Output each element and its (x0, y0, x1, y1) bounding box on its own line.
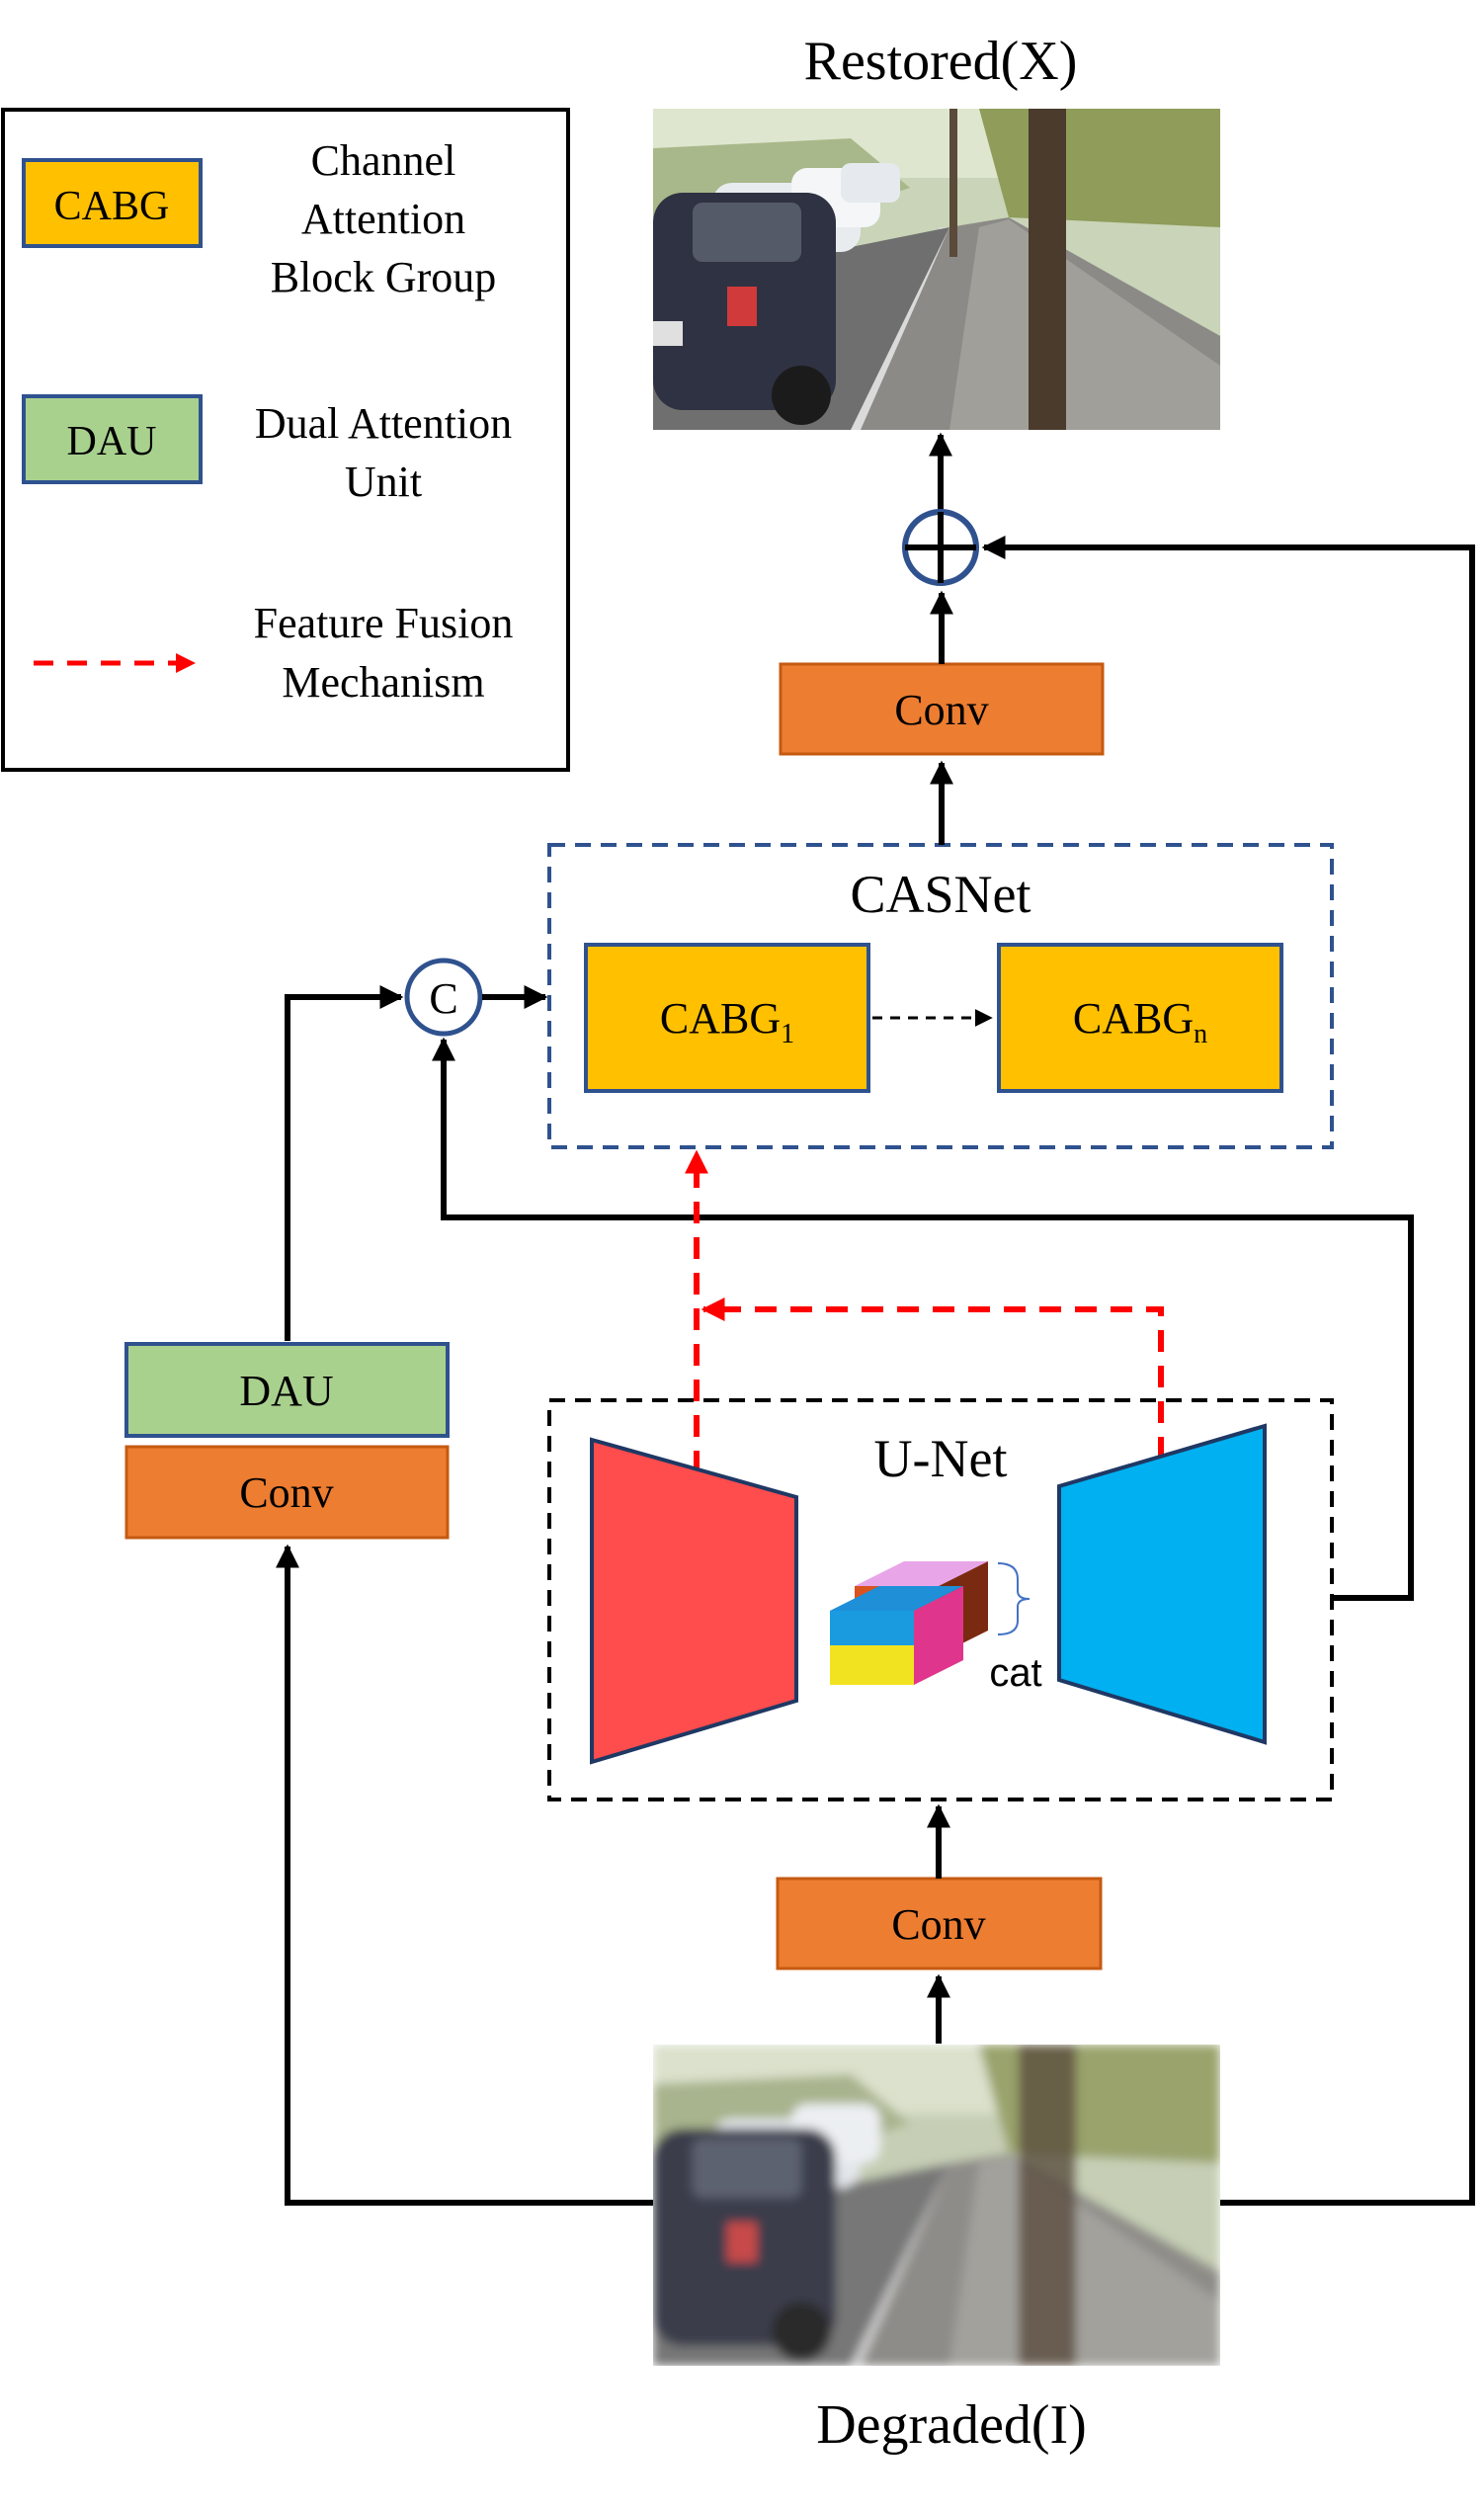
legend-cabg-label: CABG (54, 184, 170, 229)
concat-label: C (429, 974, 457, 1023)
cat-label: cat (989, 1651, 1041, 1695)
unet-frame (547, 1398, 1334, 1801)
legend-fusion-desc-line1: Feature Fusion (254, 599, 514, 647)
unet-title: U-Net (874, 1429, 1008, 1488)
cabg1-label: CABG1 (660, 994, 794, 1049)
feature-cube-stack (830, 1561, 988, 1685)
input-to-conv-left-arrow (276, 1544, 653, 2206)
cube-blue-front (830, 1611, 914, 1645)
cube-yellow-front (830, 1645, 914, 1685)
conv-top-block (779, 662, 1105, 756)
conv-left-block (124, 1445, 450, 1540)
legend-dau-label: DAU (67, 419, 157, 464)
cabgn-label: CABGn (1073, 994, 1207, 1049)
unet-decoder (1057, 1423, 1267, 1745)
casnet-title: CASNet (850, 865, 1031, 924)
degraded-image (653, 2045, 1220, 2366)
legend-fusion-desc-line2: Mechanism (282, 658, 484, 707)
legend-cabg-desc-line2: Attention (301, 195, 465, 243)
unet-to-concat-arrow (432, 1037, 1414, 1601)
legend-cabg-desc-line3: Block Group (271, 253, 497, 301)
unet-encoder (590, 1437, 798, 1765)
legend-cabg-desc-line1: Channel (311, 136, 456, 185)
legend-cabg-swatch (22, 158, 203, 248)
sum-node (902, 509, 979, 586)
fusion-arrow-decoder-to-encoder (701, 1297, 1164, 1459)
conv-top-label: Conv (894, 686, 988, 734)
cabg1-block (584, 943, 870, 1093)
degraded-label: Degraded(I) (816, 2394, 1087, 2456)
dau-to-concat-arrow (285, 985, 404, 1341)
concat-node (404, 958, 483, 1037)
cabgn-block (997, 943, 1283, 1093)
cube-blue-top (830, 1586, 963, 1611)
global-skip-arrow (981, 536, 1475, 2206)
conv-bottom-label: Conv (891, 1900, 985, 1949)
cube-magenta-side (914, 1586, 963, 1685)
legend-dau-swatch (22, 394, 203, 484)
restored-label: Restored(X) (804, 31, 1078, 92)
cube-pink-top (855, 1561, 988, 1586)
legend-dau-desc-line2: Unit (345, 458, 422, 506)
legend: CABG Channel Attention Block Group DAU D… (1, 108, 570, 772)
dau-label: DAU (239, 1367, 333, 1415)
legend-dau-desc-line1: Dual Attention (255, 399, 512, 448)
dau-block (124, 1342, 450, 1438)
restored-image (653, 109, 1220, 430)
conv-left-label: Conv (239, 1468, 333, 1517)
cat-brace (997, 1562, 1031, 1635)
